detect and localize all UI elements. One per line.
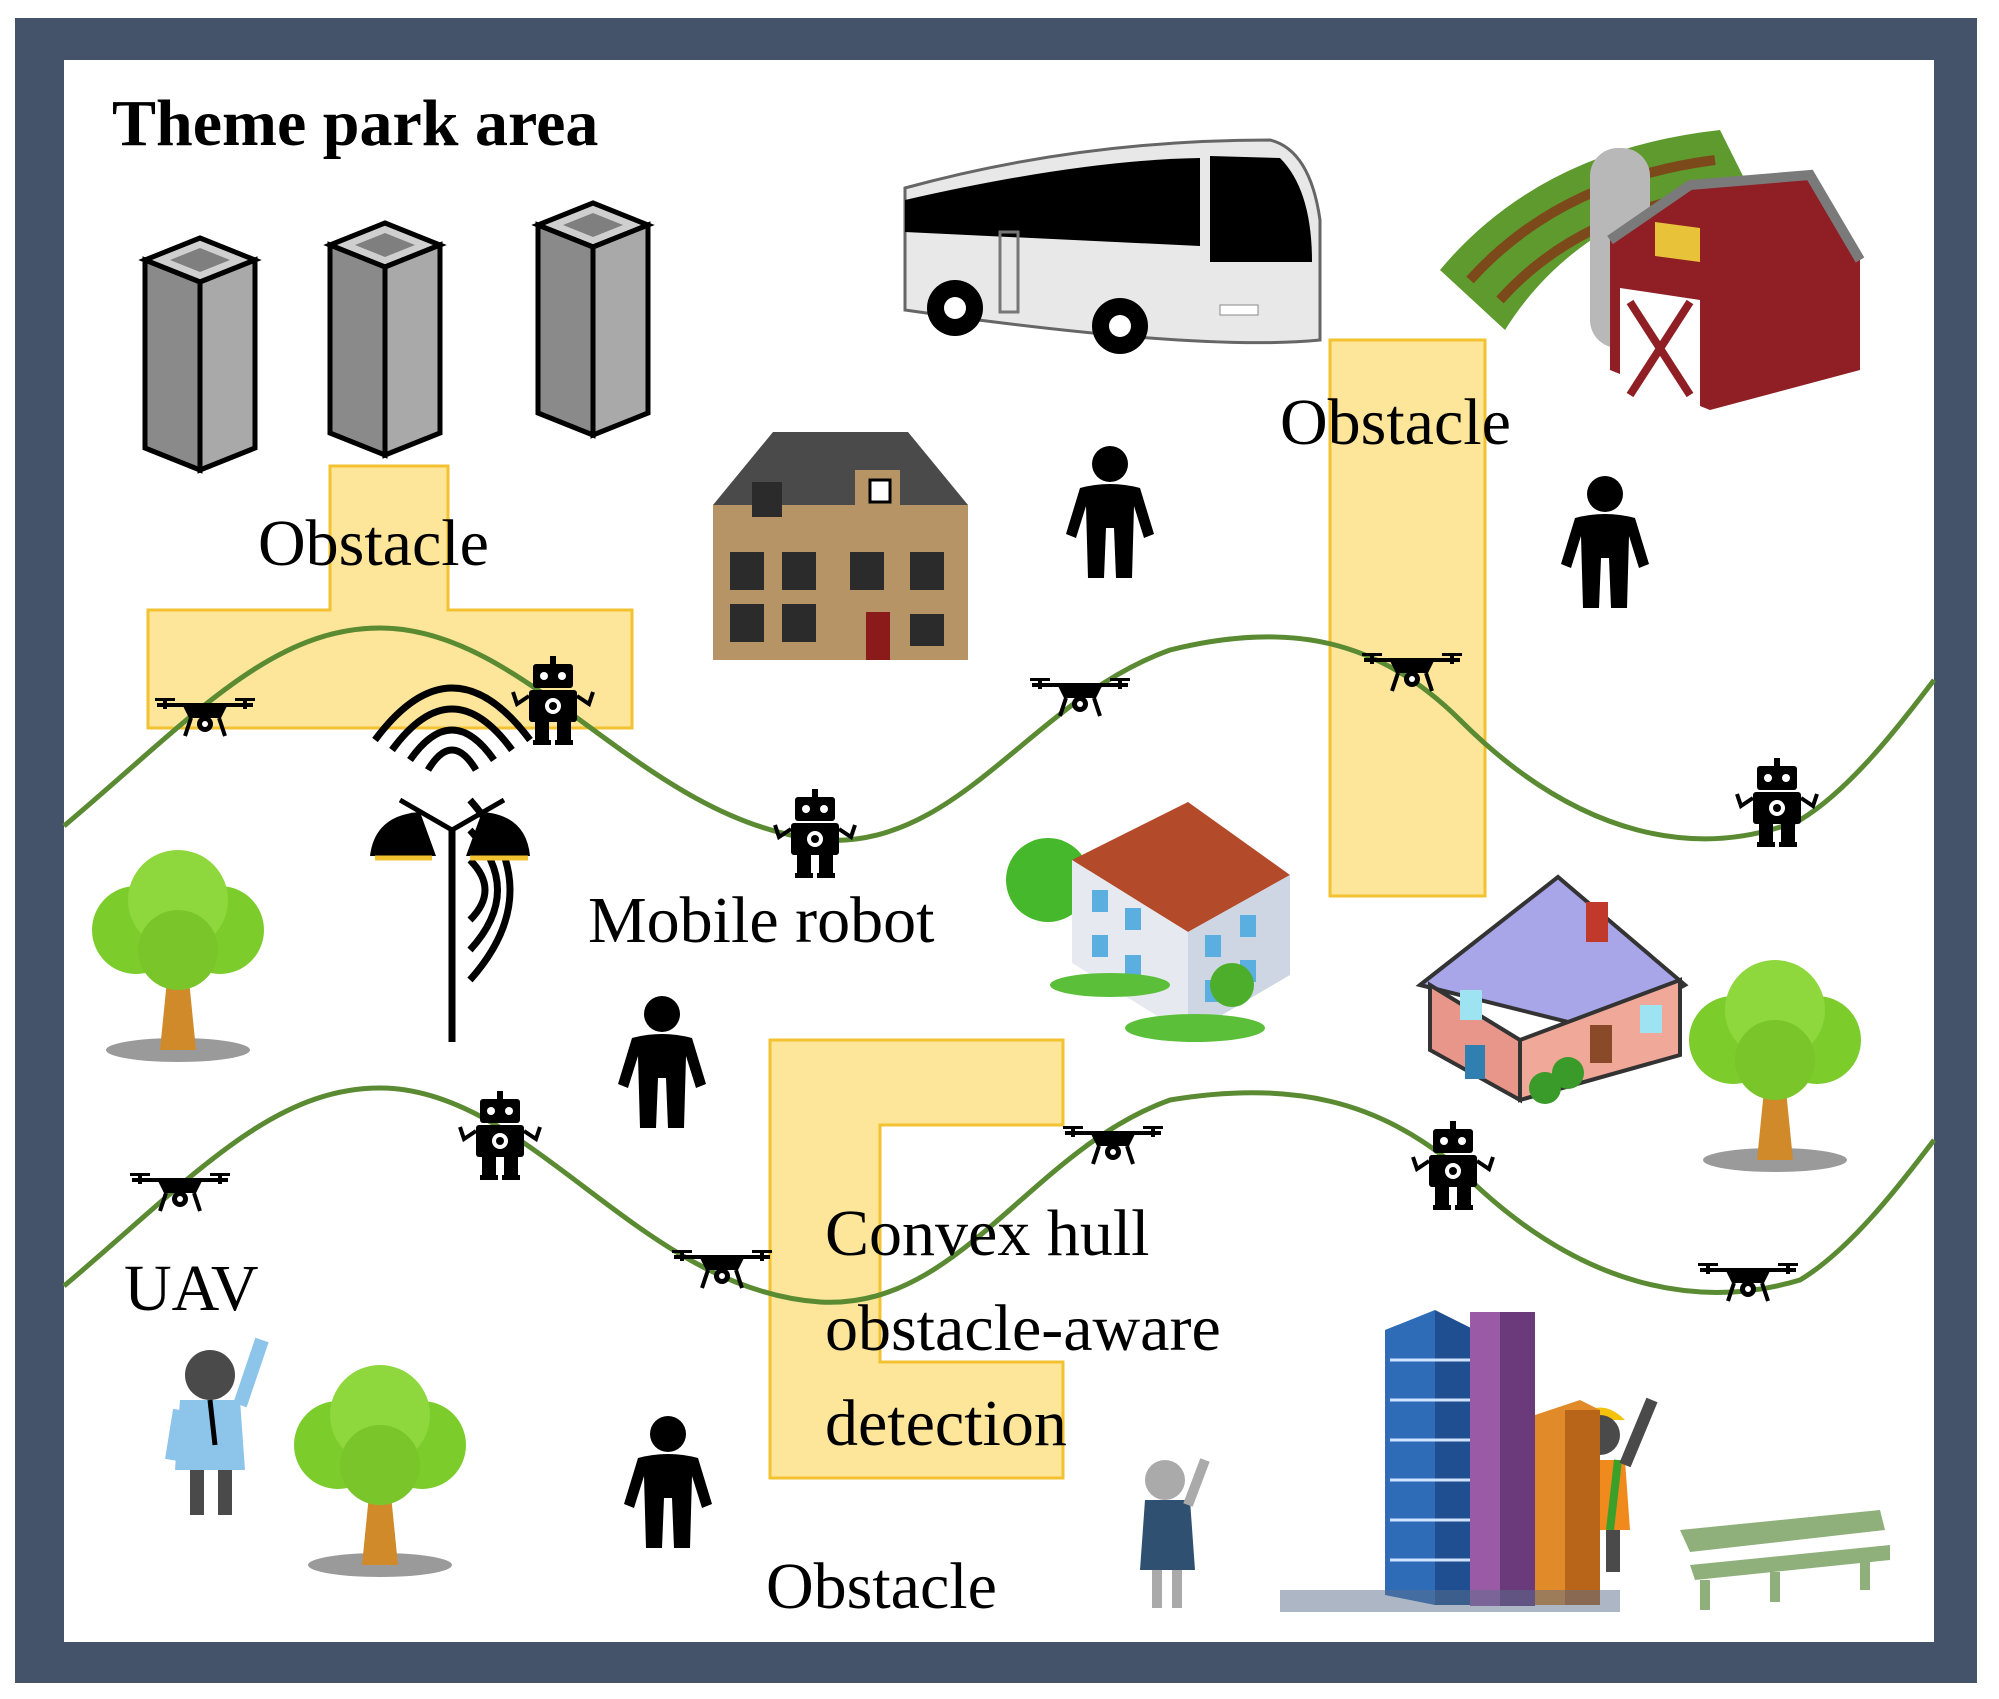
house-brick-icon: [713, 432, 968, 660]
antenna-dish-left: [370, 812, 436, 856]
diagram-title: Theme park area: [112, 87, 598, 160]
antenna-dish-right: [466, 812, 530, 856]
woman-icon: [1140, 1458, 1210, 1608]
convex-hull-label-line3: detection: [825, 1387, 1067, 1460]
bus-icon: [903, 138, 1322, 354]
skyscrapers-icon: [1280, 1310, 1620, 1612]
barn-icon: [1440, 130, 1865, 412]
mobile-robot-label: Mobile robot: [588, 884, 934, 957]
obstacle-label-left: Obstacle: [258, 507, 489, 580]
bench-icon: [1680, 1510, 1890, 1610]
obstacle-label-right: Obstacle: [1280, 386, 1511, 459]
pink-house-icon: [1415, 874, 1689, 1104]
obstacle-region-right: [1328, 338, 1487, 898]
businessman-icon: [165, 1337, 269, 1515]
cottage-icon: [1006, 802, 1290, 1042]
office-building-3-icon: [538, 203, 648, 435]
obstacle-region-bottom: [768, 1038, 1065, 1480]
office-building-2-icon: [330, 223, 440, 455]
convex-hull-label-line1: Convex hull: [825, 1197, 1150, 1270]
obstacle-label-bottom: Obstacle: [766, 1550, 997, 1623]
uav-label: UAV: [124, 1252, 258, 1325]
convex-hull-label-line2: obstacle-aware: [825, 1292, 1221, 1365]
office-building-1-icon: [145, 238, 255, 470]
